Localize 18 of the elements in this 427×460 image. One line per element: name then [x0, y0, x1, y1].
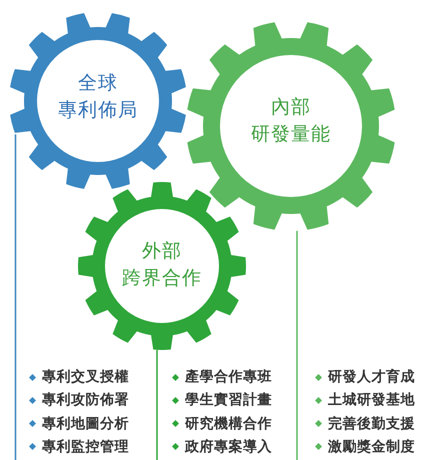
list-item: 激勵獎金制度 — [328, 438, 415, 456]
list-item: 研發人才育成 — [328, 368, 415, 386]
connector-line — [14, 134, 16, 460]
list-item: 研究機構合作 — [185, 414, 272, 433]
list-item: 專利交叉授權 — [42, 368, 129, 386]
gear-label: 外部跨界合作 — [122, 239, 202, 291]
list-item: 政府專案導入 — [185, 438, 272, 456]
list-item: 產學合作專班 — [185, 368, 272, 386]
gear-label: 內部研發量能 — [251, 95, 331, 147]
gear-label: 全球專利佈局 — [58, 71, 138, 123]
connector-line — [296, 230, 298, 460]
list-item: 學生實習計畫 — [185, 391, 272, 410]
list-item: 土城研發基地 — [328, 391, 415, 410]
list-item: 專利地圖分析 — [42, 414, 129, 433]
connector-line — [156, 350, 158, 460]
list-item: 完善後勤支援 — [328, 414, 415, 433]
list-item: 專利攻防佈署 — [42, 391, 129, 410]
list-item: 專利監控管理 — [42, 438, 129, 456]
